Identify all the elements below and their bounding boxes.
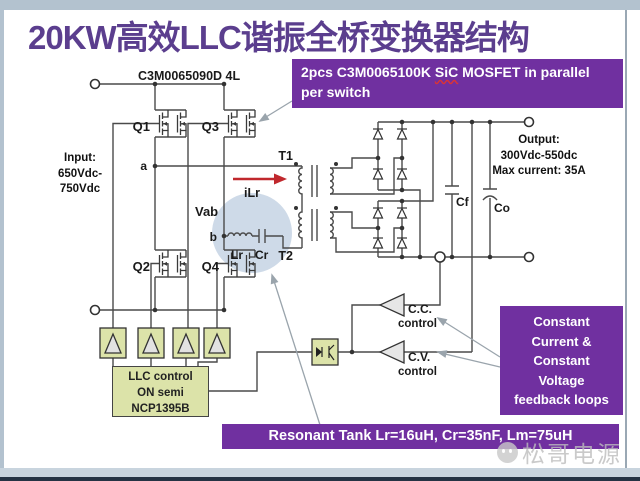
input-terminal-pos xyxy=(89,78,101,90)
terminals xyxy=(89,78,535,316)
input-spec-line: 650Vdc- xyxy=(57,167,103,180)
label-node-b: b xyxy=(210,230,217,244)
frame-bottom-dark xyxy=(0,477,640,481)
output-spec: Output: 300Vdc-550dc Max current: 35A xyxy=(487,133,591,180)
output-terminal-neg xyxy=(523,251,535,263)
mosfet-q2 xyxy=(158,249,187,278)
label-cv-control: control xyxy=(398,366,437,378)
frame-right xyxy=(625,10,627,468)
optocoupler xyxy=(311,338,339,366)
feedback-callout-line: Constant xyxy=(533,314,590,329)
watermark-text: 松哥电源 xyxy=(522,441,622,467)
label-cc-control: control xyxy=(398,318,437,330)
label-vab: Vab xyxy=(195,204,218,219)
input-spec-line: Input: xyxy=(64,152,96,164)
wires xyxy=(97,83,525,392)
current-sensor xyxy=(434,251,446,263)
label-co: Co xyxy=(494,201,510,215)
llc-controller-line: NCP1395B xyxy=(131,403,190,416)
leader-lines xyxy=(258,100,501,426)
label-t1: T1 xyxy=(278,149,293,163)
mosfet-q1 xyxy=(158,109,187,138)
label-node-a: a xyxy=(140,159,147,173)
input-spec: Input: 650Vdc- 750Vdc xyxy=(46,151,114,198)
label-lr: Lr xyxy=(231,248,243,262)
mosfet-note-line1-pre: 2pcs C3M0065100K xyxy=(301,64,435,80)
label-ilr: iLr xyxy=(244,186,260,200)
mosfet-note-sic: SiC xyxy=(434,64,459,80)
label-cc: C.C. xyxy=(408,302,432,316)
output-spec-line: Max current: 35A xyxy=(492,165,586,178)
part-label: C3M0065090D 4L xyxy=(138,69,241,83)
llc-controller-line: ON semi xyxy=(137,387,184,400)
wechat-icon xyxy=(497,441,518,463)
page-title: 20KW高效LLC谐振全桥变换器结构 xyxy=(28,19,530,56)
mosfet-note-line2: per switch xyxy=(301,84,371,101)
label-q4: Q4 xyxy=(202,259,220,274)
input-spec-line: 750Vdc xyxy=(59,183,101,196)
frame-bottom-light xyxy=(0,468,640,477)
junction-dots xyxy=(152,81,493,355)
output-spec-line: Output: xyxy=(518,134,560,146)
label-cf: Cf xyxy=(456,195,470,209)
llc-controller-line: LLC control xyxy=(128,371,193,383)
feedback-callout-line: Current & xyxy=(531,333,592,349)
label-q1: Q1 xyxy=(133,119,150,134)
feedback-callout-line: Voltage xyxy=(538,372,585,388)
cv-amplifier xyxy=(378,339,405,365)
label-cr: Cr xyxy=(255,248,269,262)
mosfet-note-callout: 2pcs C3M0065100K SiC MOSFET in parallel … xyxy=(292,59,623,108)
output-spec-line: 300Vdc-550dc xyxy=(500,149,578,162)
mosfet-note-line1-post: MOSFET in parallel xyxy=(458,64,590,80)
watermark: 松哥电源 xyxy=(497,437,639,467)
cc-amplifier xyxy=(378,292,405,318)
mosfet-q3 xyxy=(227,109,256,138)
label-t2: T2 xyxy=(278,249,293,263)
label-q2: Q2 xyxy=(133,259,150,274)
frame-left xyxy=(0,0,4,477)
gate-drivers xyxy=(99,327,231,359)
frame-top xyxy=(0,0,640,10)
resonant-tank-callout: Resonant Tank Lr=16uH, Cr=35nF, Lm=75uH xyxy=(222,424,619,449)
llc-controller-box: LLC control ON semi NCP1395B xyxy=(112,366,209,417)
feedback-callout-line: Constant xyxy=(533,353,590,368)
ilr-arrow xyxy=(233,173,287,185)
label-cv: C.V. xyxy=(408,350,430,364)
rectifier-diodes xyxy=(372,128,408,249)
output-terminal-pos xyxy=(523,116,535,128)
input-terminal-neg xyxy=(89,304,101,316)
feedback-callout-line: feedback loops xyxy=(514,392,609,407)
feedback-callout: Constant Current & Constant Voltage feed… xyxy=(500,306,623,415)
label-q3: Q3 xyxy=(202,119,219,134)
